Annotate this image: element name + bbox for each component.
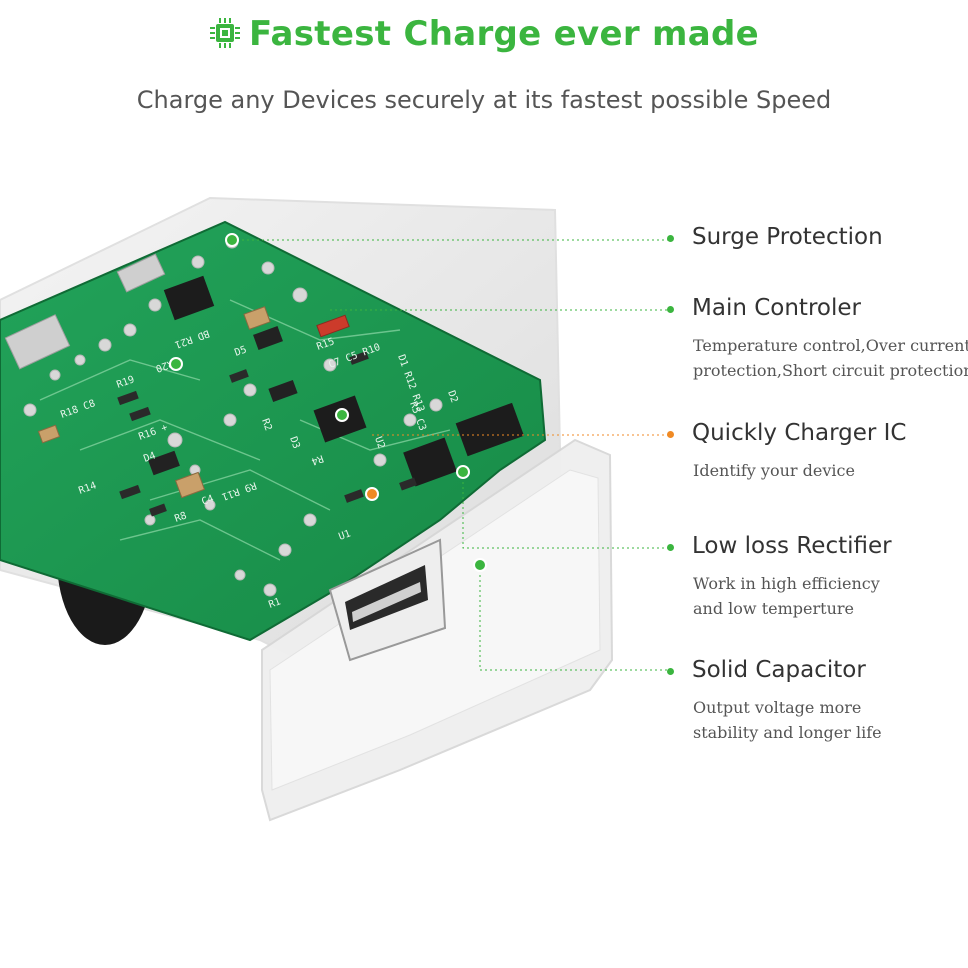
feature-description: Temperature control,Over current protect…: [693, 333, 968, 383]
description-line: stability and longer life: [693, 723, 882, 742]
surge-dot: [225, 233, 239, 247]
feature-name: Solid Capacitor: [692, 657, 866, 683]
feature-name: Low loss Rectifier: [692, 533, 892, 559]
usb-port: [328, 538, 447, 662]
rectifier-dot: [456, 465, 470, 479]
rectifier-chip: [403, 437, 457, 487]
controller-dot: [169, 357, 183, 371]
svg-text:U2: U2: [372, 435, 386, 450]
subtitle: Charge any Devices securely at its faste…: [136, 86, 832, 114]
bullet-dot: [667, 235, 674, 242]
bullet-dot: [667, 431, 674, 438]
svg-text:D3: D3: [287, 435, 301, 450]
title-text: Fastest Charge ever made: [248, 14, 759, 54]
capacitor-dot: [473, 558, 487, 572]
charger-ic-dot: [365, 487, 379, 501]
description-line: protection,Short circuit protection: [693, 361, 968, 380]
svg-text:D2: D2: [445, 389, 459, 404]
controller-dot-2: [335, 408, 349, 422]
svg-text:C4: C4: [200, 493, 215, 507]
feature-description: Output voltage more stability and longer…: [693, 695, 968, 745]
description-line: and low temperture: [693, 599, 854, 618]
feature-name: Surge Protection: [692, 224, 883, 250]
feature-name: Quickly Charger IC: [692, 420, 907, 446]
svg-text:R2: R2: [259, 417, 273, 432]
svg-text:R1: R1: [267, 596, 282, 610]
feature-name: Main Controler: [692, 295, 861, 321]
description-line: Identify your device: [693, 461, 855, 480]
header: Fastest Charge ever made Charge any Devi…: [0, 0, 968, 140]
svg-text:D5: D5: [233, 344, 248, 358]
bullet-dot: [667, 544, 674, 551]
bullet-dot: [667, 306, 674, 313]
svg-text:R8: R8: [173, 510, 188, 524]
svg-text:R4: R4: [310, 452, 325, 466]
feature-description: Work in high efficiency and low tempertu…: [693, 571, 968, 621]
description-line: Output voltage more: [693, 698, 862, 717]
callout-line-rectifier: [462, 472, 668, 549]
main-controller-chip: [163, 275, 215, 321]
chip-icon: [209, 18, 240, 48]
svg-text:U1: U1: [337, 528, 352, 542]
feature-description: Identify your device: [693, 458, 968, 483]
description-line: Temperature control,Over current: [693, 336, 968, 355]
description-line: Work in high efficiency: [693, 574, 880, 593]
page-title: Fastest Charge ever made: [0, 14, 968, 54]
bullet-dot: [667, 668, 674, 675]
svg-text:D4: D4: [142, 450, 157, 464]
callout-line-capacitor: [479, 565, 668, 671]
